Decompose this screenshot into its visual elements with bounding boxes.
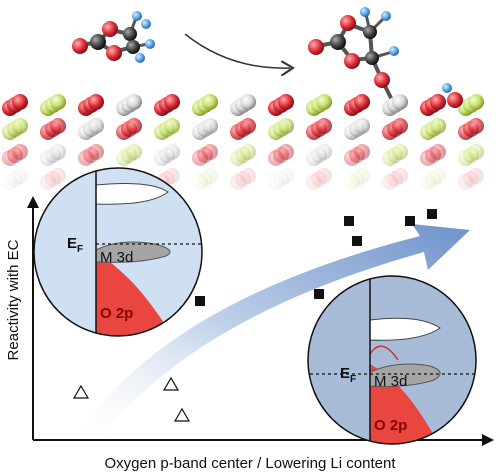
carbon-atom	[126, 40, 140, 54]
oxygen-atom	[106, 45, 122, 61]
lithium-atom	[50, 94, 66, 110]
lithium-atom	[468, 94, 484, 110]
lithium-atom	[164, 118, 180, 134]
o2p-band-label: O 2p	[374, 417, 407, 434]
adsorbed-ec-molecule	[308, 7, 399, 101]
band-diagram-inset-right: EF M 3d O 2p	[307, 275, 477, 445]
o2p-band-label: O 2p	[100, 305, 133, 322]
lithium-atom	[12, 118, 28, 134]
carbon-atom	[123, 27, 137, 41]
filled-square-marker	[344, 216, 354, 226]
filled-square-marker	[352, 236, 362, 246]
metal-atom	[240, 94, 256, 110]
oxygen-atom	[392, 118, 408, 134]
oxygen-atom	[374, 72, 390, 88]
hydrogen-atom	[360, 7, 370, 17]
trend-arrow-icon	[82, 224, 470, 440]
oxygen-atom	[50, 118, 66, 134]
filled-square-marker	[427, 209, 437, 219]
oxygen-atom	[340, 15, 356, 31]
m3d-band-label: M 3d	[374, 373, 407, 390]
oxygen-atom	[12, 94, 28, 110]
fermi-level-label: EF	[340, 365, 356, 385]
lithium-atom	[316, 94, 332, 110]
m3d-band-label: M 3d	[100, 249, 133, 266]
lithium-atom	[430, 118, 446, 134]
curved-arrow-icon	[184, 33, 290, 68]
metal-atom	[126, 94, 142, 110]
open-triangle-marker	[173, 407, 191, 422]
empty-band	[95, 183, 169, 205]
ec-molecule	[72, 11, 155, 63]
carbon-atom	[90, 34, 106, 50]
x-axis-label: Oxygen p-band center / Lowering Li conte…	[104, 455, 396, 472]
oxygen-atom	[308, 39, 324, 55]
oxygen-atom	[468, 118, 484, 134]
open-triangle-marker	[162, 376, 180, 391]
carbon-atom	[363, 25, 377, 39]
oxygen-atom	[240, 118, 256, 134]
o2p-band	[96, 252, 175, 336]
hydrogen-atom	[442, 83, 452, 93]
open-triangle-marker	[72, 384, 90, 399]
oxygen-atom	[316, 118, 332, 134]
metal-atom	[354, 118, 370, 134]
oxygen-atom	[278, 94, 294, 110]
filled-square-marker	[405, 216, 415, 226]
filled-square-marker	[314, 289, 324, 299]
hydrogen-atom	[132, 11, 142, 21]
hydrogen-atom	[389, 46, 399, 56]
oxygen-atom	[344, 53, 360, 69]
oxygen-atom	[430, 94, 446, 110]
hydrogen-atom	[135, 53, 145, 63]
filled-square-marker	[195, 296, 205, 306]
hydrogen-atom	[145, 39, 155, 49]
band-diagram-inset-left: EF M 3d O 2p	[33, 167, 203, 337]
carbon-atom	[330, 34, 346, 50]
metal-atom	[392, 94, 408, 110]
hydrogen-atom	[381, 11, 391, 21]
fermi-level-label: EF	[67, 235, 83, 255]
metal-atom	[202, 118, 218, 134]
oxygen-atom	[88, 94, 104, 110]
empty-band	[369, 317, 441, 341]
oxygen-atom	[164, 94, 180, 110]
carbon-atom	[365, 51, 379, 65]
hydrogen-atom	[141, 19, 151, 29]
lithium-atom	[278, 118, 294, 134]
oxygen-atom	[447, 92, 463, 108]
oxygen-atom	[354, 94, 370, 110]
metal-atom	[88, 118, 104, 134]
oxygen-atom	[72, 38, 88, 54]
y-axis-label: Reactivity with EC	[5, 239, 22, 360]
oxygen-atom	[126, 118, 142, 134]
oxygen-atom	[102, 21, 118, 37]
lithium-atom	[202, 94, 218, 110]
